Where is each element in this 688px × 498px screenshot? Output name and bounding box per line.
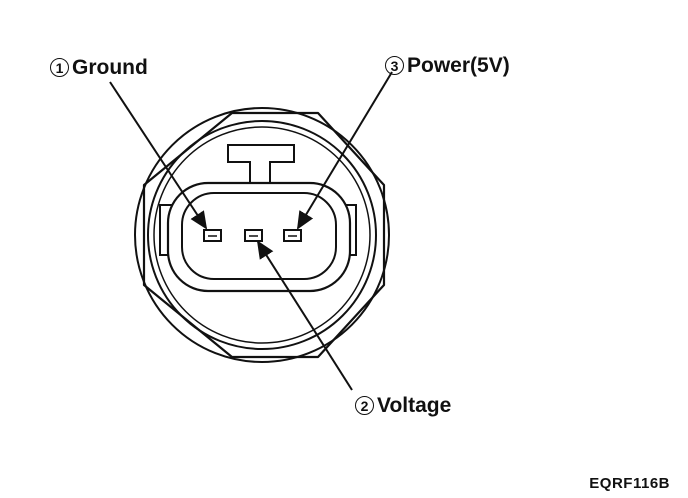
figure-code: EQRF116B (589, 475, 670, 492)
connector-shroud-inner (181, 192, 337, 280)
hex-nut-outline (142, 111, 386, 359)
pin-3-number: 3 (385, 56, 404, 75)
housing-inner-ring (153, 126, 371, 344)
pin-3-callout: 3 Power(5V) (385, 55, 510, 76)
pin-2-callout: 2 Voltage (355, 395, 451, 416)
pin-2-label: Voltage (377, 394, 452, 417)
pin-1-label: Ground (72, 56, 148, 79)
pin-1-leader-line (109, 81, 208, 230)
nut-bevel-ring (134, 107, 390, 363)
pin-2-number: 2 (355, 396, 374, 415)
connector-latch (227, 144, 295, 184)
pin-1-number: 1 (50, 58, 69, 77)
pin-3-label: Power(5V) (407, 54, 510, 77)
housing-outer-ring (147, 120, 377, 350)
pin-2-leader-line (256, 240, 353, 391)
pin-3-leader-line (296, 71, 393, 230)
pin-1-callout: 1 Ground (50, 57, 148, 78)
